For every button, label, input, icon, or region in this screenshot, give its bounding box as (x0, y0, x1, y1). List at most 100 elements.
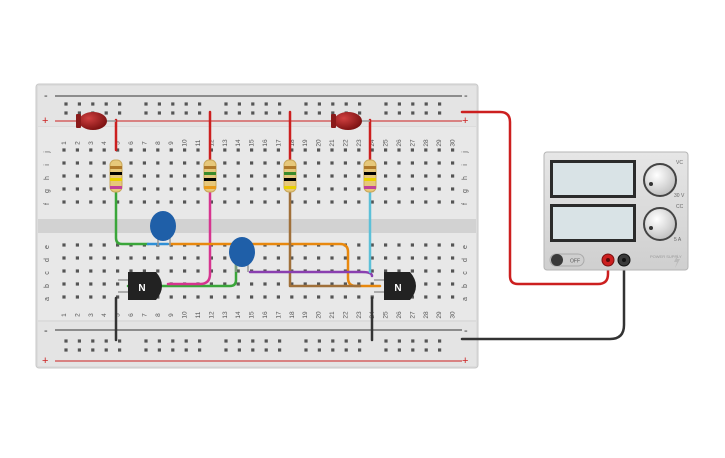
breadboard-hole[interactable] (183, 174, 187, 178)
rail-hole[interactable] (264, 348, 268, 352)
rail-hole[interactable] (278, 348, 282, 352)
breadboard-hole[interactable] (290, 256, 294, 260)
breadboard-hole[interactable] (223, 174, 227, 178)
breadboard-hole[interactable] (62, 174, 66, 178)
breadboard-hole[interactable] (116, 295, 120, 299)
breadboard-hole[interactable] (330, 187, 334, 191)
breadboard-hole[interactable] (437, 295, 441, 299)
breadboard-hole[interactable] (437, 161, 441, 165)
breadboard-hole[interactable] (303, 148, 307, 152)
rail-hole[interactable] (224, 111, 228, 115)
breadboard-hole[interactable] (343, 187, 347, 191)
rail-hole[interactable] (264, 102, 268, 106)
breadboard-hole[interactable] (424, 161, 428, 165)
rail-hole[interactable] (118, 111, 122, 115)
breadboard-hole[interactable] (276, 161, 280, 165)
rail-hole[interactable] (64, 339, 68, 343)
breadboard-hole[interactable] (276, 200, 280, 204)
breadboard-hole[interactable] (397, 187, 401, 191)
breadboard-hole[interactable] (290, 148, 294, 152)
breadboard-hole[interactable] (357, 295, 361, 299)
breadboard-hole[interactable] (397, 161, 401, 165)
breadboard-hole[interactable] (357, 282, 361, 286)
breadboard-hole[interactable] (196, 148, 200, 152)
breadboard-hole[interactable] (236, 269, 240, 273)
breadboard-hole[interactable] (116, 282, 120, 286)
breadboard-hole[interactable] (116, 269, 120, 273)
breadboard-hole[interactable] (156, 161, 160, 165)
breadboard-hole[interactable] (209, 256, 213, 260)
breadboard-hole[interactable] (169, 174, 173, 178)
breadboard-hole[interactable] (102, 282, 106, 286)
rail-hole[interactable] (237, 111, 241, 115)
breadboard-hole[interactable] (357, 200, 361, 204)
breadboard-hole[interactable] (89, 200, 93, 204)
breadboard-hole[interactable] (263, 256, 267, 260)
breadboard-hole[interactable] (330, 148, 334, 152)
rail-hole[interactable] (157, 339, 161, 343)
breadboard-hole[interactable] (156, 187, 160, 191)
breadboard-hole[interactable] (410, 174, 414, 178)
breadboard-hole[interactable] (89, 161, 93, 165)
breadboard-hole[interactable] (223, 200, 227, 204)
rail-hole[interactable] (304, 339, 308, 343)
breadboard-hole[interactable] (276, 174, 280, 178)
breadboard-hole[interactable] (169, 148, 173, 152)
breadboard-hole[interactable] (102, 243, 106, 247)
breadboard-hole[interactable] (169, 161, 173, 165)
breadboard-hole[interactable] (424, 243, 428, 247)
breadboard-hole[interactable] (169, 187, 173, 191)
breadboard-hole[interactable] (357, 174, 361, 178)
breadboard-hole[interactable] (62, 148, 66, 152)
breadboard-hole[interactable] (397, 200, 401, 204)
breadboard-hole[interactable] (370, 243, 374, 247)
rail-hole[interactable] (64, 111, 68, 115)
breadboard-hole[interactable] (129, 200, 133, 204)
breadboard-hole[interactable] (357, 161, 361, 165)
breadboard-hole[interactable] (75, 200, 79, 204)
breadboard-hole[interactable] (183, 148, 187, 152)
breadboard-hole[interactable] (370, 282, 374, 286)
breadboard-hole[interactable] (142, 161, 146, 165)
rail-hole[interactable] (411, 102, 415, 106)
breadboard-hole[interactable] (209, 269, 213, 273)
breadboard-hole[interactable] (183, 256, 187, 260)
rail-hole[interactable] (184, 111, 188, 115)
breadboard-hole[interactable] (129, 148, 133, 152)
breadboard-hole[interactable] (397, 269, 401, 273)
breadboard-hole[interactable] (183, 295, 187, 299)
breadboard-hole[interactable] (263, 148, 267, 152)
breadboard-hole[interactable] (62, 161, 66, 165)
breadboard-hole[interactable] (303, 200, 307, 204)
breadboard-hole[interactable] (317, 148, 321, 152)
rail-hole[interactable] (144, 111, 148, 115)
rail-hole[interactable] (331, 111, 335, 115)
led-right[interactable] (331, 112, 370, 130)
resistor-3[interactable] (283, 159, 297, 193)
breadboard-hole[interactable] (410, 161, 414, 165)
breadboard-hole[interactable] (290, 200, 294, 204)
voltage-knob[interactable] (643, 163, 677, 197)
rail-hole[interactable] (424, 102, 428, 106)
breadboard-hole[interactable] (102, 269, 106, 273)
breadboard-hole[interactable] (102, 256, 106, 260)
rail-hole[interactable] (198, 102, 202, 106)
rail-hole[interactable] (424, 339, 428, 343)
breadboard-hole[interactable] (169, 256, 173, 260)
breadboard-hole[interactable] (303, 256, 307, 260)
breadboard-hole[interactable] (276, 148, 280, 152)
rail-hole[interactable] (438, 111, 442, 115)
breadboard-hole[interactable] (209, 295, 213, 299)
rail-hole[interactable] (331, 348, 335, 352)
rail-hole[interactable] (171, 111, 175, 115)
rail-hole[interactable] (184, 339, 188, 343)
breadboard-hole[interactable] (424, 148, 428, 152)
breadboard-hole[interactable] (196, 295, 200, 299)
breadboard-hole[interactable] (116, 243, 120, 247)
rail-hole[interactable] (278, 111, 282, 115)
breadboard-hole[interactable] (102, 187, 106, 191)
breadboard-hole[interactable] (276, 282, 280, 286)
breadboard-hole[interactable] (330, 200, 334, 204)
breadboard-hole[interactable] (250, 282, 254, 286)
breadboard-hole[interactable] (89, 174, 93, 178)
